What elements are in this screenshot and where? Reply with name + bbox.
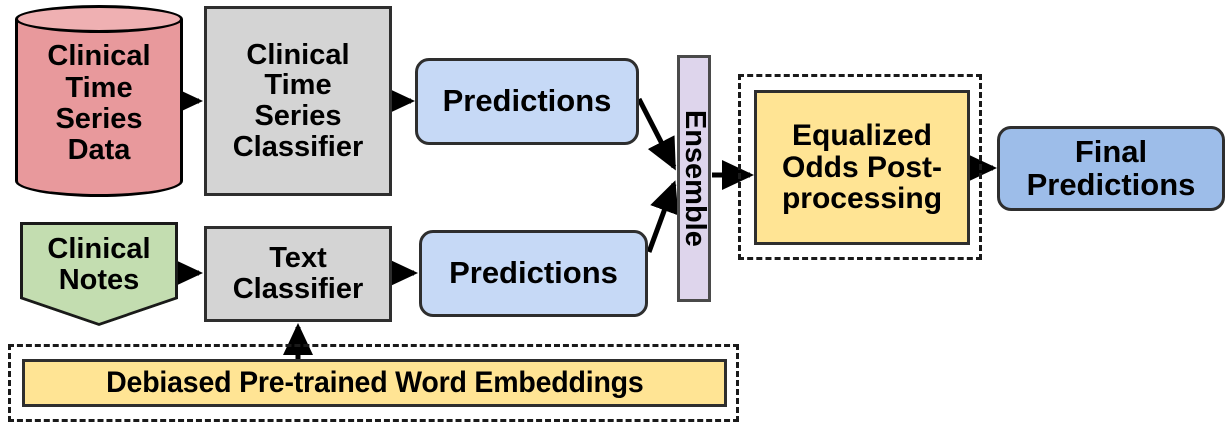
node-label-text-classifier: Text Classifier xyxy=(232,242,364,305)
arrow-predictions-bottom-to-ensemble xyxy=(646,180,679,253)
node-clinical-time-series-data[interactable]: Clinical Time Series Data xyxy=(15,5,183,197)
arrow-predictions-top-to-ensemble xyxy=(636,97,677,171)
node-final-predictions[interactable]: Final Predictions xyxy=(997,126,1225,211)
dashed-group-embeddings xyxy=(8,344,739,422)
node-clinical-notes[interactable]: Clinical Notes xyxy=(20,222,178,326)
node-label-ensemble: Ensemble xyxy=(678,109,711,247)
node-label-clinical-time-series-data: Clinical Time Series Data xyxy=(47,40,151,167)
node-ensemble[interactable]: Ensemble xyxy=(677,55,711,302)
cylinder-top-ellipse xyxy=(15,5,183,33)
node-label-clinical-notes: Clinical Notes xyxy=(47,233,151,297)
node-label-final-predictions: Final Predictions xyxy=(1026,133,1196,202)
node-text-classifier[interactable]: Text Classifier xyxy=(204,226,392,322)
node-label-clinical-time-series-classifier: Clinical Time Series Classifier xyxy=(232,38,364,163)
node-predictions-top[interactable]: Predictions xyxy=(415,58,639,145)
node-predictions-bottom[interactable]: Predictions xyxy=(419,230,648,317)
node-label-predictions-top: Predictions xyxy=(442,83,612,119)
node-clinical-time-series-classifier[interactable]: Clinical Time Series Classifier xyxy=(204,6,392,196)
node-label-predictions-bottom: Predictions xyxy=(449,255,618,291)
dashed-group-equalized-odds xyxy=(738,74,982,260)
node-label-debiased-embeddings: Debiased Pre-trained Word Embeddings xyxy=(105,366,644,400)
node-debiased-embeddings[interactable]: Debiased Pre-trained Word Embeddings xyxy=(22,359,727,407)
node-equalized-odds-postprocessing[interactable]: Equalized Odds Post- processing xyxy=(754,90,970,245)
node-label-equalized-odds-postprocessing: Equalized Odds Post- processing xyxy=(781,118,943,216)
cylinder-body xyxy=(15,19,183,197)
